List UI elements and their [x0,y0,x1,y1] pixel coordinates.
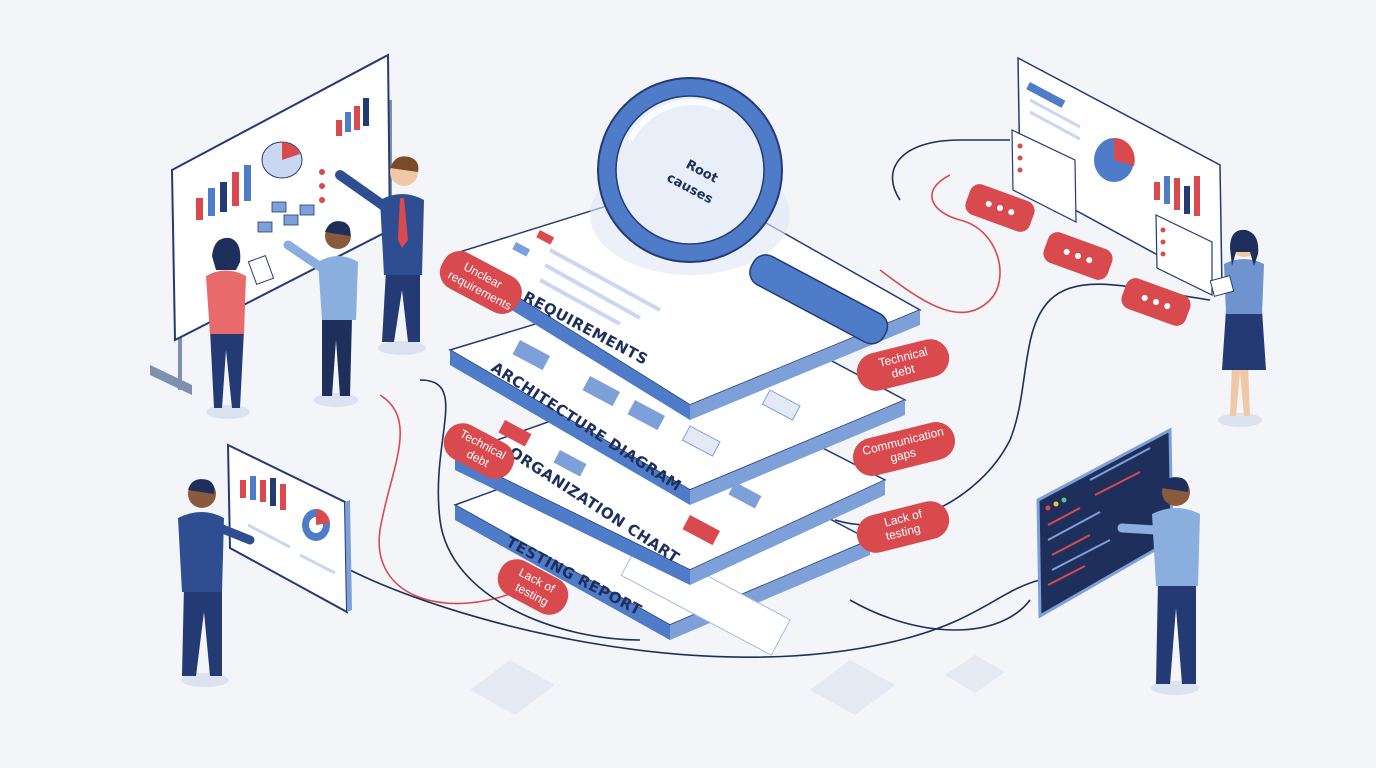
magnifying-glass-icon: Root causes [590,77,889,345]
whiteboard-top-left [150,53,392,395]
tag-communication-gaps-line2: gaps [889,445,918,465]
person-woman-right [1209,229,1266,427]
chat-bubble-icon [965,184,1191,326]
pie-chart-icon [261,141,303,179]
code-editor-icon [1036,427,1174,619]
dashboard-top-right [1011,56,1223,296]
floor-tiles [470,655,1005,715]
person-presenter-suit [335,156,426,355]
board-bottom-left [226,443,352,614]
tag-technical-debt-right-line2: debt [890,361,917,380]
person-man-bottom-left [178,479,255,687]
person-woman-tablet-left [206,237,275,419]
tag-lack-of-testing-right: Lack of testing [856,501,950,553]
tag-technical-debt-left: Technical debt [443,423,515,479]
tag-lack-of-testing-left: Lack of testing [497,559,569,615]
person-man-coding-right [1117,477,1200,695]
bar-chart-icon [196,165,251,220]
person-man-pointing-left [283,221,358,407]
